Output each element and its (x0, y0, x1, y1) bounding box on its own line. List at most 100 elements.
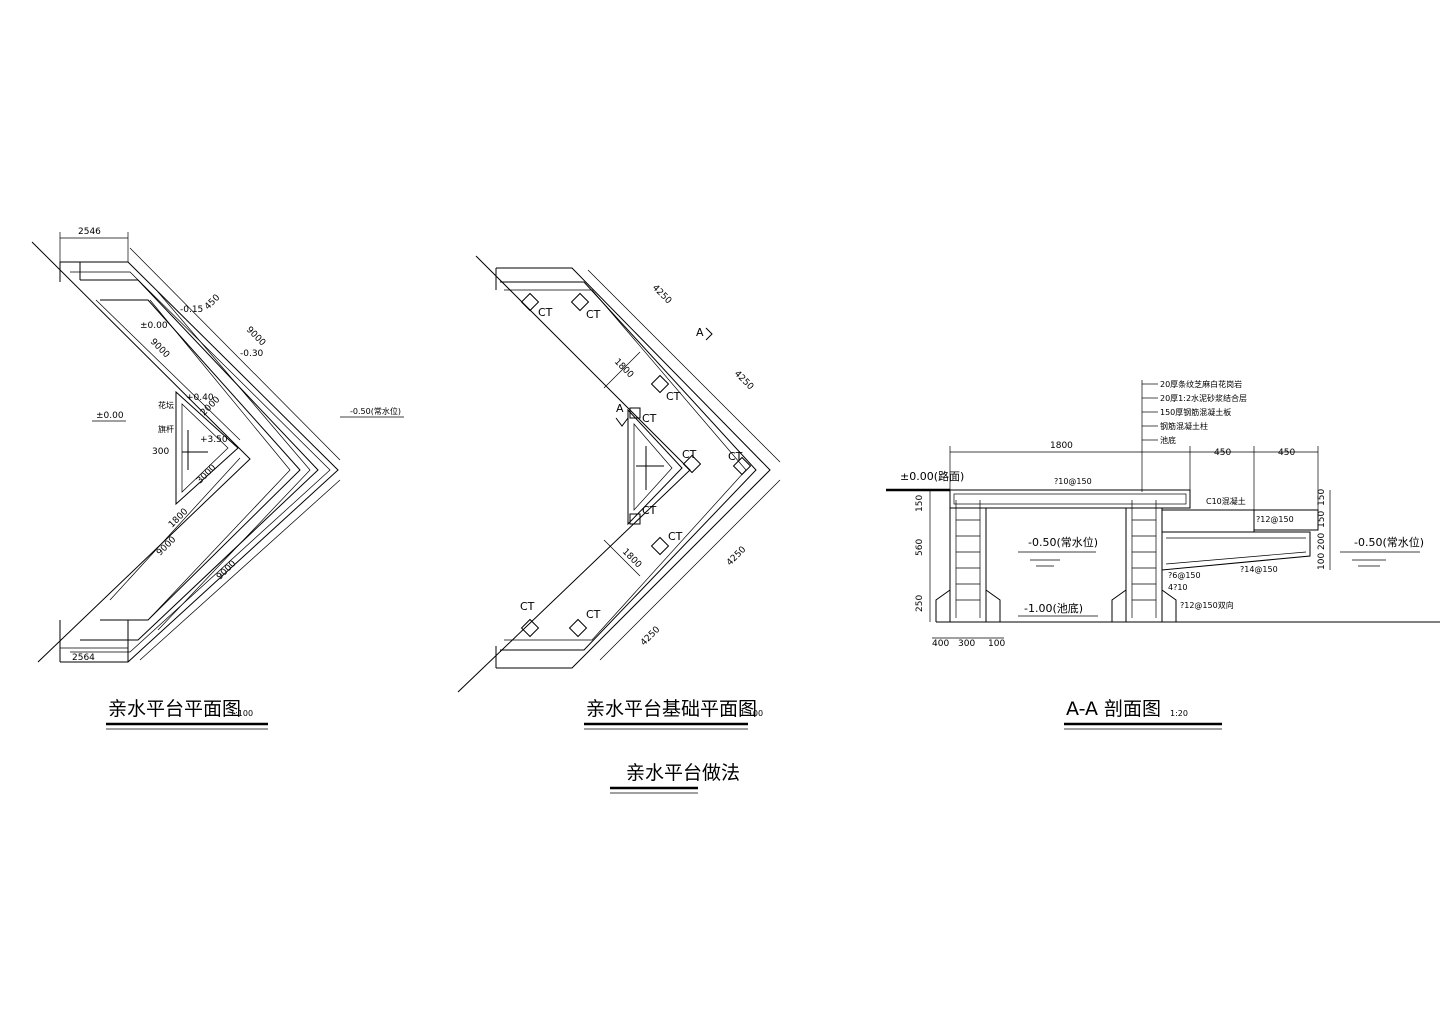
found-dim-4250a: 4250 (650, 283, 673, 306)
pier (629, 513, 641, 525)
section-dim-450a: 450 (1214, 448, 1231, 458)
pier-group (520, 292, 752, 638)
pier (568, 618, 588, 638)
found-inner-triangle (627, 408, 683, 526)
plan-dim-line (95, 299, 241, 441)
step-upper (1254, 509, 1319, 531)
section-dim-100: 100 (988, 639, 1005, 649)
c10-label: C10混凝土 (1206, 496, 1246, 506)
found-dim-line (603, 539, 641, 577)
rebar-label: ?14@150 (1240, 565, 1278, 574)
pier-label: CT (666, 390, 681, 403)
section-bottom-level: -1.00(池底) (1024, 601, 1083, 615)
plan-dim-line (139, 479, 341, 661)
plan-note-flower: 花坛 (158, 400, 174, 410)
plan-title: 亲水平台平面图 (108, 698, 241, 720)
left-footing (985, 589, 1001, 622)
step-c10 (1161, 509, 1255, 533)
right-column (1125, 507, 1163, 623)
pier (650, 536, 670, 556)
pier (732, 456, 752, 476)
foundation-title: 亲水平台基础平面图 (586, 698, 757, 720)
section-arrow (615, 417, 629, 427)
plan-inner-triangle (175, 390, 239, 506)
section-water-left: -0.50(常水位) (1028, 535, 1098, 549)
foundation-scale: 1:100 (740, 709, 763, 718)
plan-band-2 (80, 279, 319, 641)
rebar-label: ?12@150双向 (1180, 600, 1234, 610)
plan-band-5 (157, 291, 311, 631)
plan-dim-line (129, 247, 341, 461)
plan-dim-9000d: 9000 (215, 559, 238, 582)
section-dim-450b: 450 (1278, 448, 1295, 458)
found-dim-4250b: 4250 (732, 369, 755, 392)
rebar-label: ?10@150 (1054, 477, 1092, 486)
pier-label: CT (586, 308, 601, 321)
found-band-3 (504, 289, 747, 641)
plan-dim-9000a: 9000 (244, 325, 267, 348)
pier (629, 407, 641, 419)
layer-label: 150厚钢筋混凝土板 (1160, 407, 1231, 417)
section-arrow (705, 327, 713, 341)
plan-band-3 (100, 299, 301, 621)
plan-level-plus350: +3.50 (200, 435, 228, 445)
plan-outer-edge (31, 241, 251, 663)
plan-band-1b (70, 271, 331, 653)
found-dim-line (587, 269, 781, 463)
section-dim-250: 250 (915, 595, 925, 612)
pier (682, 454, 702, 474)
section-dim-r200: 200 (1317, 533, 1327, 550)
plan-inner-triangle-2 (181, 403, 229, 493)
plan-level-plus040: +0.40 (186, 393, 214, 403)
pier-label: CT (642, 412, 657, 425)
found-band-2 (500, 281, 757, 651)
found-inner-triangle-2 (633, 423, 673, 511)
plan-outer-band (60, 261, 339, 663)
note-title: 亲水平台做法 (626, 762, 740, 784)
pier (650, 374, 670, 394)
layer-label: 池底 (1160, 435, 1176, 445)
right-footing (1111, 589, 1127, 622)
found-dim-line (599, 479, 781, 661)
rebar-label: ?12@150 (1256, 515, 1294, 524)
section-dim-300: 300 (958, 639, 975, 649)
pier-label: CT (642, 504, 657, 517)
plan-dim-line (109, 457, 241, 601)
plan-level-zero-left: ±0.00 (96, 411, 124, 421)
found-dim-4250d: 4250 (639, 625, 662, 648)
found-dim-line (603, 351, 641, 389)
top-slab (949, 489, 1191, 509)
plan-band-4 (149, 299, 291, 619)
pier-label: CT (668, 530, 683, 543)
plan-dim-9000c: 9000 (155, 535, 178, 558)
plan-dim-bottom: 2564 (72, 653, 95, 663)
section-dim-r150b: 150 (1317, 511, 1327, 528)
section-dim-560: 560 (915, 539, 925, 556)
rebar-label: ?6@150 (1168, 571, 1201, 580)
right-footing (1161, 589, 1177, 622)
plan-dim-450: 450 (203, 293, 222, 312)
found-dim-4250c: 4250 (725, 545, 748, 568)
left-column (949, 507, 987, 623)
section-dim-r150a: 150 (1317, 489, 1327, 506)
found-band-1 (496, 267, 771, 669)
plan-scale: 1:100 (230, 709, 253, 718)
section-dim-150: 150 (915, 495, 925, 512)
section-dim-400: 400 (932, 639, 949, 649)
plan-level-minus015: -0.15 (180, 305, 203, 315)
plan-level-minus030: -0.30 (240, 349, 264, 359)
section-mark-a-2: A (616, 402, 624, 415)
plan-level-zero-inner: ±0.00 (140, 321, 168, 331)
pier (520, 618, 540, 638)
plan-dim-9000b: 9000 (148, 337, 171, 360)
section-view: 20厚条纹芝麻白花岗岩 20厚1:2水泥砂浆结合层 150厚钢筋混凝土板 钢筋混… (886, 379, 1440, 730)
layer-label: 20厚条纹芝麻白花岗岩 (1160, 379, 1242, 389)
found-dim-1800b: 1800 (620, 547, 643, 570)
cantilever-slab (1161, 531, 1311, 571)
layer-label: 20厚1:2水泥砂浆结合层 (1160, 393, 1247, 403)
plan-dim-top: 2546 (78, 227, 101, 237)
pier-label: CT (538, 306, 553, 319)
pier-label: CT (682, 448, 697, 461)
rebar-ladders (955, 500, 1157, 618)
pier (520, 292, 540, 312)
